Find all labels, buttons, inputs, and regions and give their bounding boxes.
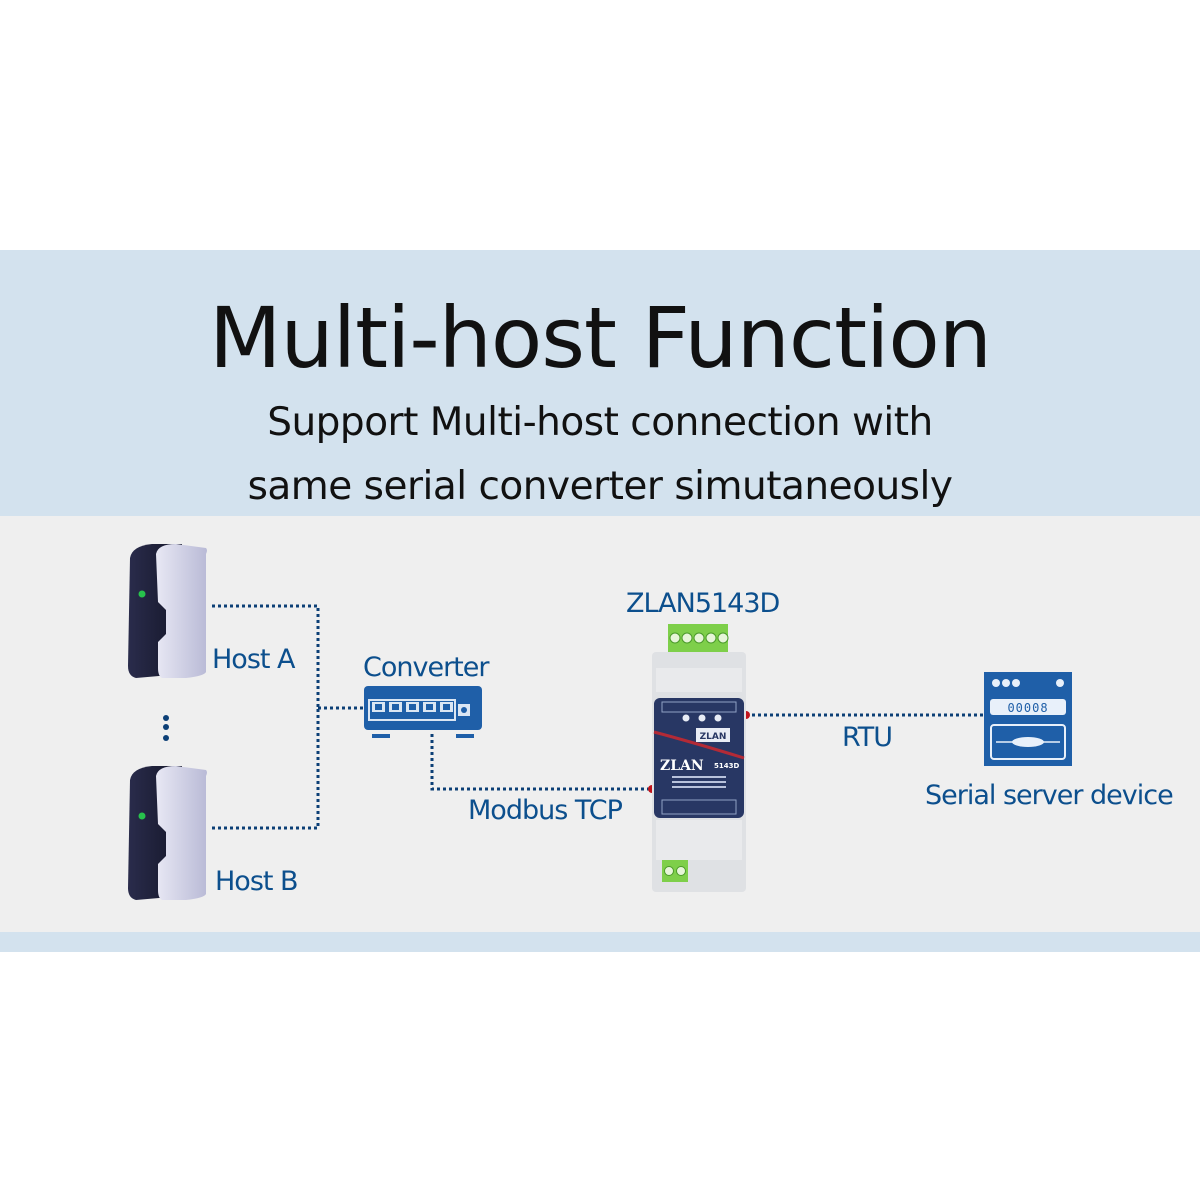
gateway-label: ZLAN5143D: [626, 588, 780, 619]
network-switch-icon: [364, 686, 482, 738]
subtitle-line-2: same serial converter simutaneously: [247, 464, 953, 509]
subtitle-line-1: Support Multi-host connection with: [267, 400, 933, 445]
rtu-label: RTU: [842, 722, 893, 753]
gateway-brand-badge: ZLAN: [700, 732, 727, 742]
host-a-label: Host A: [212, 644, 296, 675]
modbus-tcp-label: Modbus TCP: [468, 795, 623, 826]
server-tower-icon: [128, 766, 207, 900]
host-b-label: Host B: [215, 866, 299, 897]
page-title: Multi-host Function: [209, 289, 992, 387]
converter-label: Converter: [363, 652, 489, 683]
footer-band: [0, 932, 1200, 952]
link-host-a-converter: [212, 604, 320, 708]
electric-meter-icon: 00008: [984, 672, 1072, 766]
din-rail-gateway-icon: ZLAN ZLAN 5143D: [652, 624, 746, 892]
link-converter-gateway: [430, 734, 652, 791]
meter-counter: 00008: [1007, 701, 1048, 715]
header-band: [0, 250, 1200, 516]
vertical-ellipsis-icon: [163, 715, 169, 741]
gateway-model-text: 5143D: [714, 762, 739, 770]
serial-device-label: Serial server device: [925, 780, 1174, 811]
gateway-brand-text: ZLAN: [660, 758, 704, 774]
link-host-b-converter: [212, 708, 320, 830]
server-tower-icon: [128, 544, 207, 678]
